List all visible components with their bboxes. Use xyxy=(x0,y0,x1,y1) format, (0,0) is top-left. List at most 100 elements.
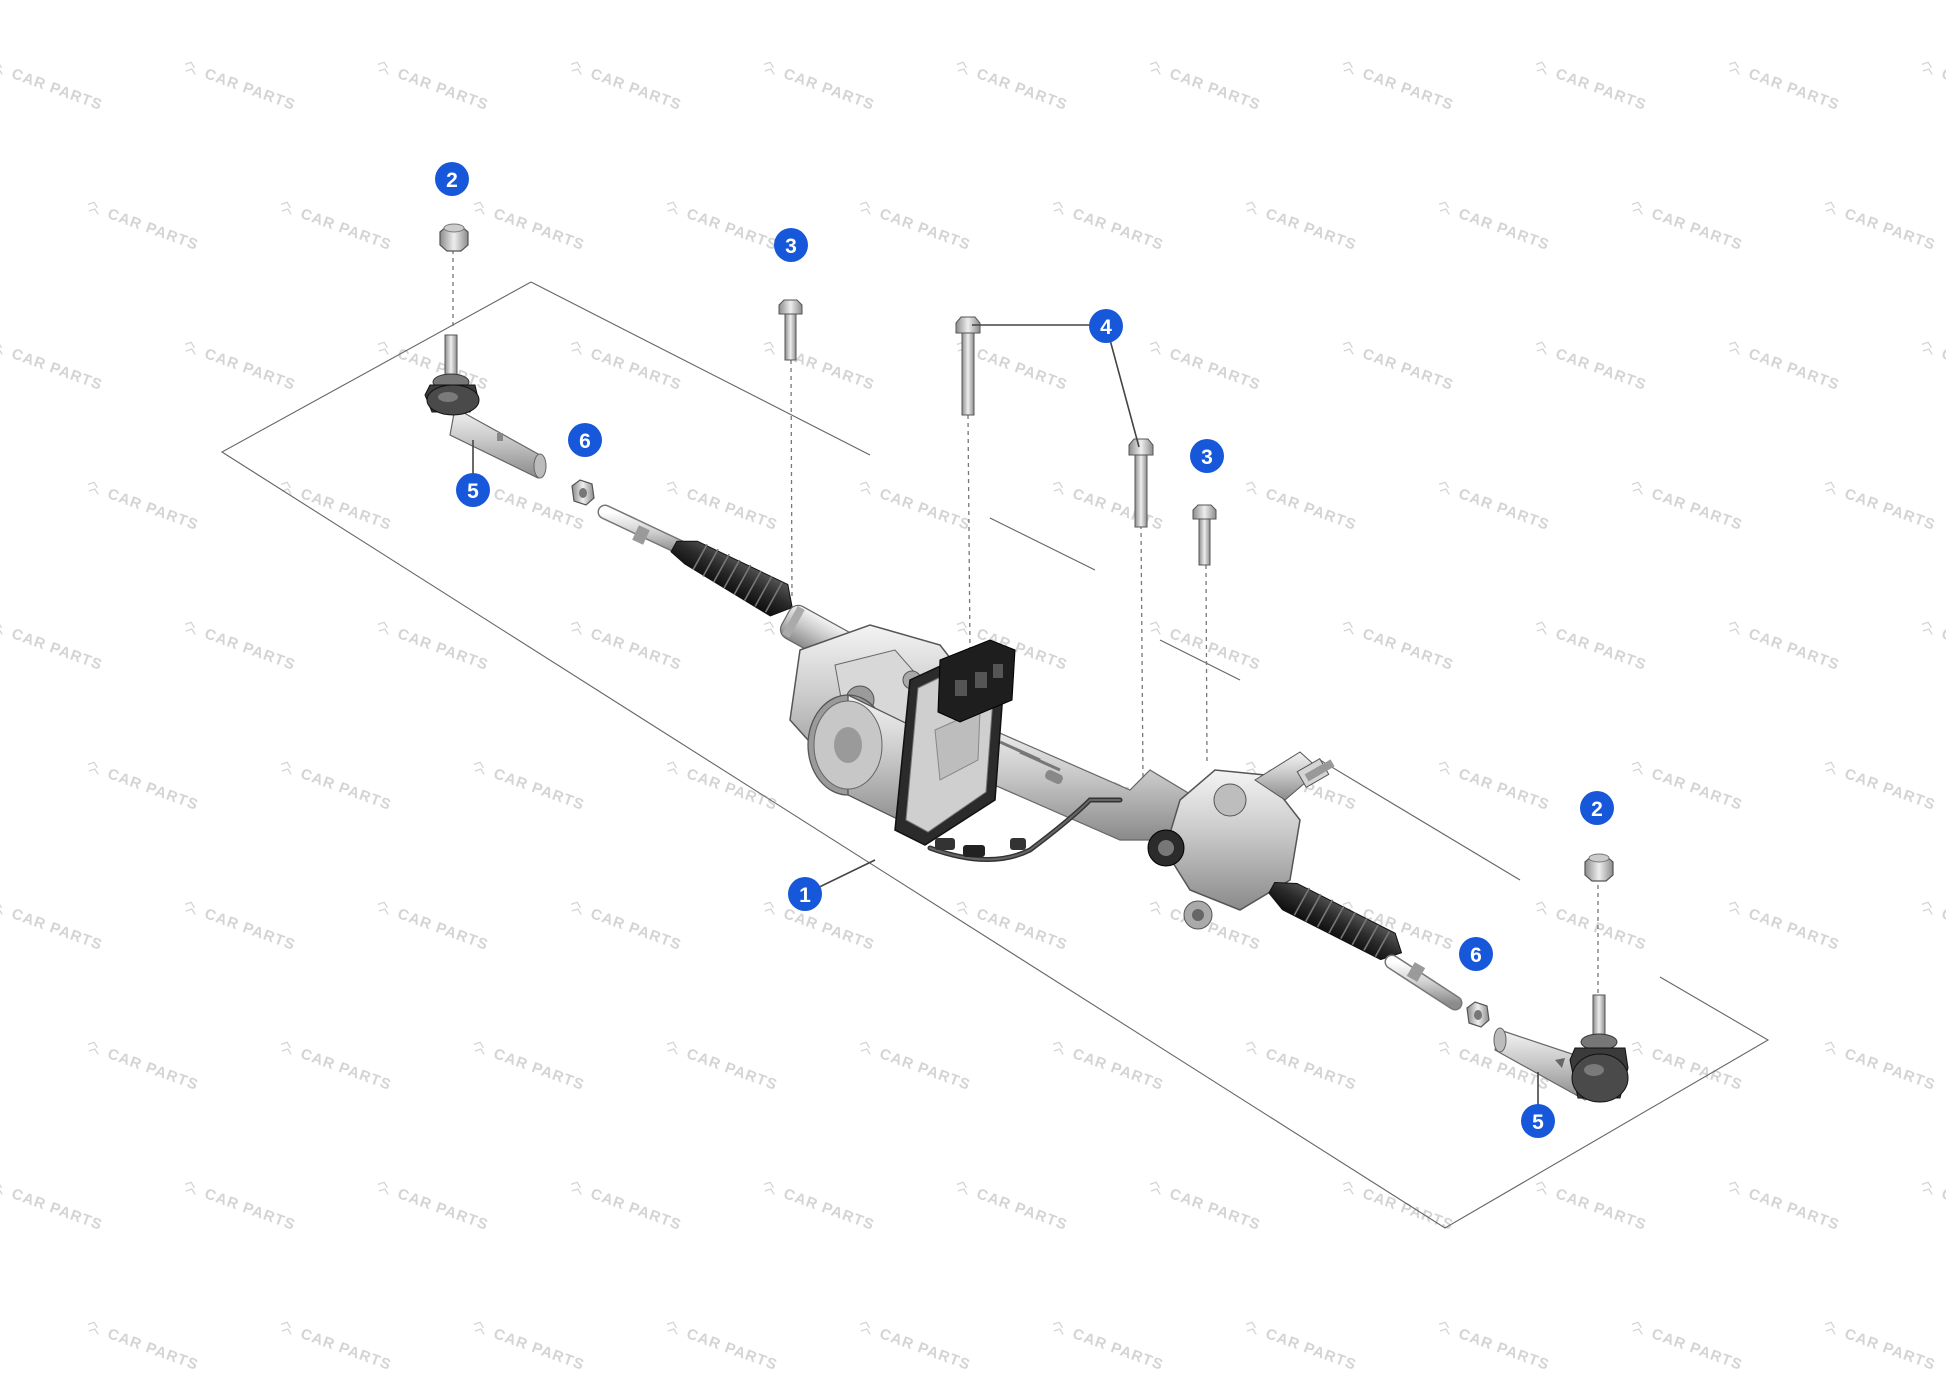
watermark: CAR PARTS xyxy=(666,1321,780,1374)
watermark-logo-icon xyxy=(87,201,99,215)
watermark-logo-icon xyxy=(956,1181,968,1195)
watermark: CAR PARTS xyxy=(1438,201,1552,254)
watermark: CAR PARTS xyxy=(1245,1321,1359,1374)
watermark-logo-icon xyxy=(473,201,485,215)
watermark-logo-icon xyxy=(1245,481,1257,495)
callout-6[interactable]: 6 xyxy=(1459,937,1493,971)
watermark: CAR PARTS xyxy=(1535,1181,1649,1234)
watermark-text: CAR PARTS xyxy=(974,65,1069,114)
watermark: CAR PARTS xyxy=(1921,901,1946,954)
callout-3[interactable]: 3 xyxy=(774,228,808,262)
watermark: CAR PARTS xyxy=(666,481,780,534)
watermark-logo-icon xyxy=(1149,61,1161,75)
watermark: CAR PARTS xyxy=(1824,1321,1938,1374)
watermark-text: CAR PARTS xyxy=(684,205,779,254)
callout-2[interactable]: 2 xyxy=(1580,791,1614,825)
watermark-logo-icon xyxy=(1052,1321,1064,1335)
callout-2[interactable]: 2 xyxy=(435,162,469,196)
watermark-logo-icon xyxy=(1824,201,1836,215)
watermark-text: CAR PARTS xyxy=(1939,345,1946,394)
watermark: CAR PARTS xyxy=(1342,1181,1456,1234)
watermark: CAR PARTS xyxy=(763,901,877,954)
watermark: CAR PARTS xyxy=(280,481,394,534)
watermark-logo-icon xyxy=(1342,341,1354,355)
svg-text:2: 2 xyxy=(446,169,458,192)
watermark: CAR PARTS xyxy=(377,621,491,674)
watermark-logo-icon xyxy=(1438,761,1450,775)
watermark-text: CAR PARTS xyxy=(1649,485,1744,534)
watermark: CAR PARTS xyxy=(1921,61,1946,114)
watermark-text: CAR PARTS xyxy=(395,905,490,954)
watermark: CAR PARTS xyxy=(666,201,780,254)
watermark-text: CAR PARTS xyxy=(491,765,586,814)
watermark-logo-icon xyxy=(1438,481,1450,495)
watermark: CAR PARTS xyxy=(1535,901,1649,954)
watermark-text: CAR PARTS xyxy=(105,205,200,254)
watermark-text: CAR PARTS xyxy=(9,905,104,954)
watermark: CAR PARTS xyxy=(859,1321,973,1374)
watermark-text: CAR PARTS xyxy=(202,1185,297,1234)
watermark-text: CAR PARTS xyxy=(1263,205,1358,254)
watermark-text: CAR PARTS xyxy=(202,625,297,674)
watermark-logo-icon xyxy=(1149,901,1161,915)
watermark-text: CAR PARTS xyxy=(1842,1045,1937,1094)
watermark: CAR PARTS xyxy=(1824,1041,1938,1094)
watermark-logo-icon xyxy=(763,61,775,75)
watermark: CAR PARTS xyxy=(473,761,587,814)
watermark: CAR PARTS xyxy=(0,621,105,674)
watermark-text: CAR PARTS xyxy=(1456,205,1551,254)
svg-text:6: 6 xyxy=(579,430,591,453)
watermark: CAR PARTS xyxy=(1921,341,1946,394)
watermark: CAR PARTS xyxy=(1728,1181,1842,1234)
watermark-text: CAR PARTS xyxy=(1649,205,1744,254)
watermark: CAR PARTS xyxy=(570,1181,684,1234)
watermark-text: CAR PARTS xyxy=(1167,345,1262,394)
watermark: CAR PARTS xyxy=(1728,621,1842,674)
watermark-logo-icon xyxy=(763,341,775,355)
watermark-logo-icon xyxy=(570,341,582,355)
watermark-logo-icon xyxy=(1535,901,1547,915)
watermark-text: CAR PARTS xyxy=(684,1045,779,1094)
watermark-text: CAR PARTS xyxy=(1842,1325,1937,1374)
watermark: CAR PARTS xyxy=(666,1041,780,1094)
watermark-logo-icon xyxy=(87,481,99,495)
mounting-bolt-right-shape xyxy=(1192,504,1217,566)
tie-rod-end-nut-right-shape xyxy=(1584,853,1614,882)
watermark-logo-icon xyxy=(1342,621,1354,635)
watermark-text: CAR PARTS xyxy=(974,345,1069,394)
watermark-text: CAR PARTS xyxy=(588,65,683,114)
watermark-logo-icon xyxy=(0,621,3,635)
watermark-logo-icon xyxy=(1438,201,1450,215)
callout-3[interactable]: 3 xyxy=(1190,439,1224,473)
watermark-logo-icon xyxy=(280,201,292,215)
watermark-logo-icon xyxy=(956,621,968,635)
watermark-logo-icon xyxy=(1921,61,1933,75)
watermark: CAR PARTS xyxy=(473,201,587,254)
callout-5[interactable]: 5 xyxy=(456,473,490,507)
watermark-logo-icon xyxy=(1342,1181,1354,1195)
callout-6[interactable]: 6 xyxy=(568,423,602,457)
watermark: CAR PARTS xyxy=(1342,61,1456,114)
watermark-logo-icon xyxy=(184,901,196,915)
watermark: CAR PARTS xyxy=(0,341,105,394)
watermark-logo-icon xyxy=(666,1041,678,1055)
watermark-text: CAR PARTS xyxy=(877,1045,972,1094)
watermark: CAR PARTS xyxy=(956,1181,1070,1234)
svg-text:2: 2 xyxy=(1591,798,1603,821)
watermark-text: CAR PARTS xyxy=(395,625,490,674)
watermark: CAR PARTS xyxy=(1438,481,1552,534)
watermark-text: CAR PARTS xyxy=(1263,1045,1358,1094)
callout-1[interactable]: 1 xyxy=(788,877,822,911)
watermark-logo-icon xyxy=(1824,1321,1836,1335)
watermark-text: CAR PARTS xyxy=(1070,1325,1165,1374)
watermark: CAR PARTS xyxy=(184,61,298,114)
watermark-text: CAR PARTS xyxy=(1746,905,1841,954)
callout-4[interactable]: 4 xyxy=(1089,309,1123,343)
watermark-text: CAR PARTS xyxy=(1167,1185,1262,1234)
watermark-text: CAR PARTS xyxy=(1553,905,1648,954)
callout-5[interactable]: 5 xyxy=(1521,1104,1555,1138)
watermark-logo-icon xyxy=(184,61,196,75)
mounting-bolt-left-shape xyxy=(778,299,803,361)
watermark: CAR PARTS xyxy=(1921,1181,1946,1234)
